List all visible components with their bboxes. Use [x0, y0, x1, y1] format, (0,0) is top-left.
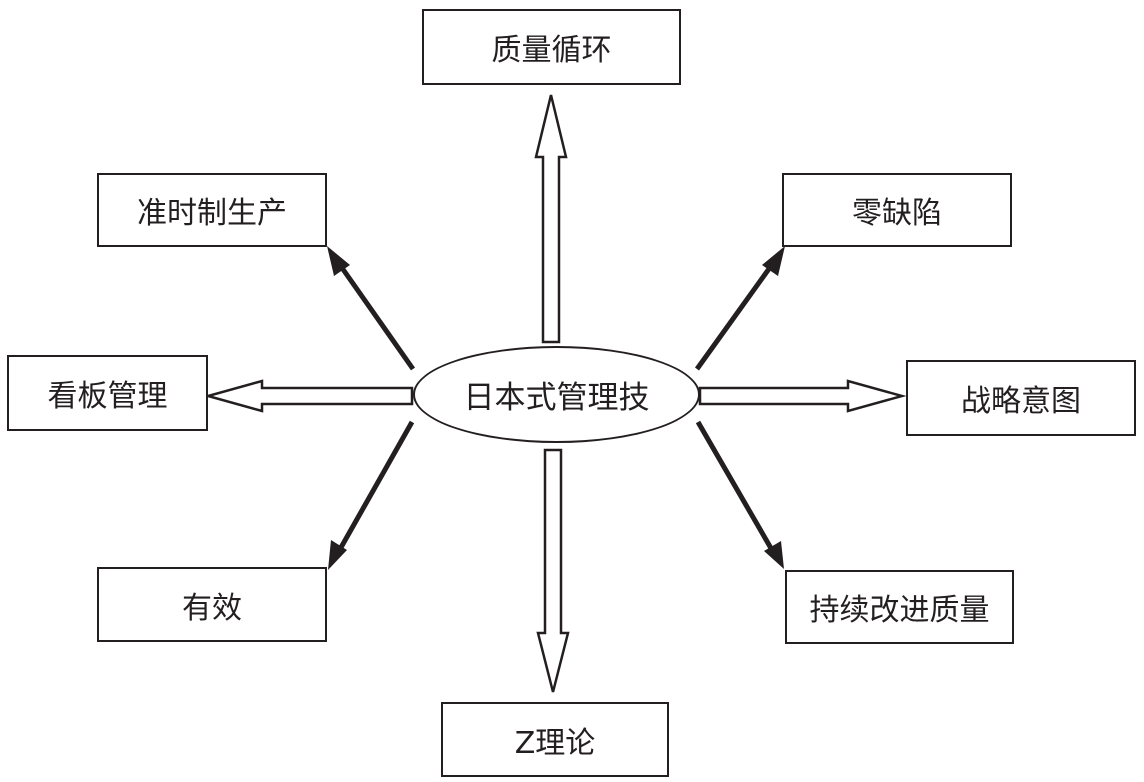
node-label: 有效: [182, 590, 242, 626]
center-ellipse: 日本式管理技: [413, 346, 700, 443]
node-label: 零缺陷: [852, 196, 942, 231]
node-effective: 有效: [97, 567, 327, 642]
arrow-shaft-nw: [337, 263, 416, 371]
arrow-shaft-ne: [694, 264, 774, 371]
hollow-arrow-left: [203, 379, 414, 413]
node-label: 质量循环: [491, 33, 612, 68]
node-label: Z理论: [514, 725, 596, 761]
node-quality-circle: 质量循环: [422, 9, 681, 85]
hollow-arrow-up: [534, 94, 568, 344]
node-label: 准时制生产: [137, 196, 287, 231]
node-strategic-intent: 战略意图: [906, 360, 1136, 436]
arrowhead-nw: [327, 246, 350, 276]
node-label: 持续改进质量: [809, 593, 990, 628]
arrow-shaft-se: [695, 420, 775, 552]
node-theory-z: Z理论: [441, 702, 669, 777]
arrowhead-sw: [328, 540, 347, 570]
arrowhead-se: [764, 541, 784, 569]
node-label: 战略意图: [961, 384, 1081, 419]
arrow-shaft-sw: [336, 420, 415, 553]
node-zero-defect: 零缺陷: [782, 173, 1012, 247]
hollow-arrow-down: [536, 448, 570, 693]
arrowhead-ne: [762, 246, 785, 276]
hollow-arrow-right: [698, 379, 907, 413]
node-kanban-management: 看板管理: [7, 355, 208, 431]
node-label: 看板管理: [47, 379, 168, 414]
node-continuous-quality-improvement: 持续改进质量: [785, 570, 1014, 644]
node-jit-production: 准时制生产: [97, 173, 327, 247]
center-label: 日本式管理技: [463, 380, 650, 416]
